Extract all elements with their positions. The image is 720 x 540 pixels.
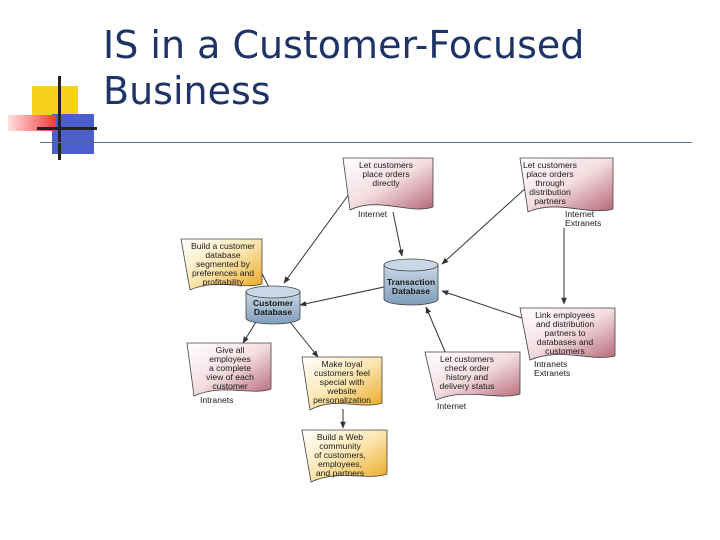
make-loyal-line: customers feel [314, 368, 370, 378]
link-employees-line: databases and [537, 337, 594, 347]
arrow-customer-db-to-loyal [289, 321, 319, 358]
link-employees-line: customers [545, 346, 585, 356]
arrow-customer-db-to-give [242, 321, 257, 344]
web-community-line: of customers, [314, 450, 366, 460]
order-history-line: Let customers [440, 354, 494, 364]
place-orders-partners-line: distribution [529, 187, 571, 197]
slide-title: IS in a Customer-Focused Business [103, 22, 703, 114]
place-orders-partners-line: partners [534, 196, 566, 206]
give-employees-line: view of each [206, 372, 254, 382]
title-line-1: IS in a Customer-Focused [103, 23, 585, 67]
give-employees-line: Give all [216, 345, 245, 355]
title-divider [40, 142, 692, 143]
place-orders-directly-line: Let customers [359, 160, 413, 170]
intranets-extranets-line: Extranets [534, 368, 570, 378]
internet-extranets-top-line: Internet [565, 209, 595, 219]
arrow-direct-to-customer-db [283, 189, 353, 284]
link-employees-line: Link employees [535, 310, 595, 320]
accent-vertical-line [58, 76, 61, 160]
web-community-line: Build a Web [317, 432, 363, 442]
build-database-line: profitability [202, 277, 244, 287]
arrow-transaction-to-customer-db [299, 286, 385, 307]
make-loyal-line: Make loyal [321, 359, 362, 369]
customer-db-line: Database [254, 307, 292, 317]
place-orders-partners-line: through [535, 178, 564, 188]
web-community-line: employees, [318, 459, 362, 469]
label-intranets: Intranets [200, 395, 233, 405]
give-employees-line: a complete [209, 363, 251, 373]
make-loyal-line: special with [320, 377, 365, 387]
arrow-link-to-transaction-db [441, 290, 523, 319]
build-database-line: preferences and [192, 268, 254, 278]
transaction-db-line: Database [392, 286, 430, 296]
give-employees-line: employees [209, 354, 251, 364]
web-community-line: community [319, 441, 361, 451]
customer-db-line: Customer [253, 298, 294, 308]
arrow-history-to-transaction-db [425, 306, 447, 355]
label-internet-top: Internet [358, 209, 388, 219]
place-orders-partners-line: place orders [526, 169, 573, 179]
label-internet-bottom: Internet [437, 401, 467, 411]
transaction-db-line: Transaction [387, 277, 435, 287]
build-database-line: Build a customer [191, 241, 255, 251]
order-history-line: delivery status [440, 381, 495, 391]
give-employees-line: customer [212, 381, 247, 391]
web-community-line: and partners [316, 468, 364, 478]
build-database-line: segmented by [196, 259, 251, 269]
link-employees-line: and distribution [536, 319, 595, 329]
title-line-2: Business [103, 69, 271, 113]
place-orders-directly-line: directly [372, 178, 400, 188]
order-history-line: check order [445, 363, 490, 373]
make-loyal-line: website [326, 386, 356, 396]
accent-horizontal-line [37, 127, 97, 130]
connector-arrows [242, 185, 567, 429]
order-history-line: history and [446, 372, 488, 382]
build-database-line: database [205, 250, 241, 260]
place-orders-directly-line: place orders [362, 169, 409, 179]
intranets-extranets-line: Intranets [534, 359, 567, 369]
link-employees-line: partners to [544, 328, 585, 338]
arrow-direct-to-transaction-db [392, 211, 404, 257]
make-loyal-line: personalization [313, 395, 371, 405]
internet-extranets-top-line: Extranets [565, 218, 601, 228]
arrow-partners-to-transaction-db [441, 185, 529, 265]
place-orders-partners-line: Let customers [523, 160, 577, 170]
